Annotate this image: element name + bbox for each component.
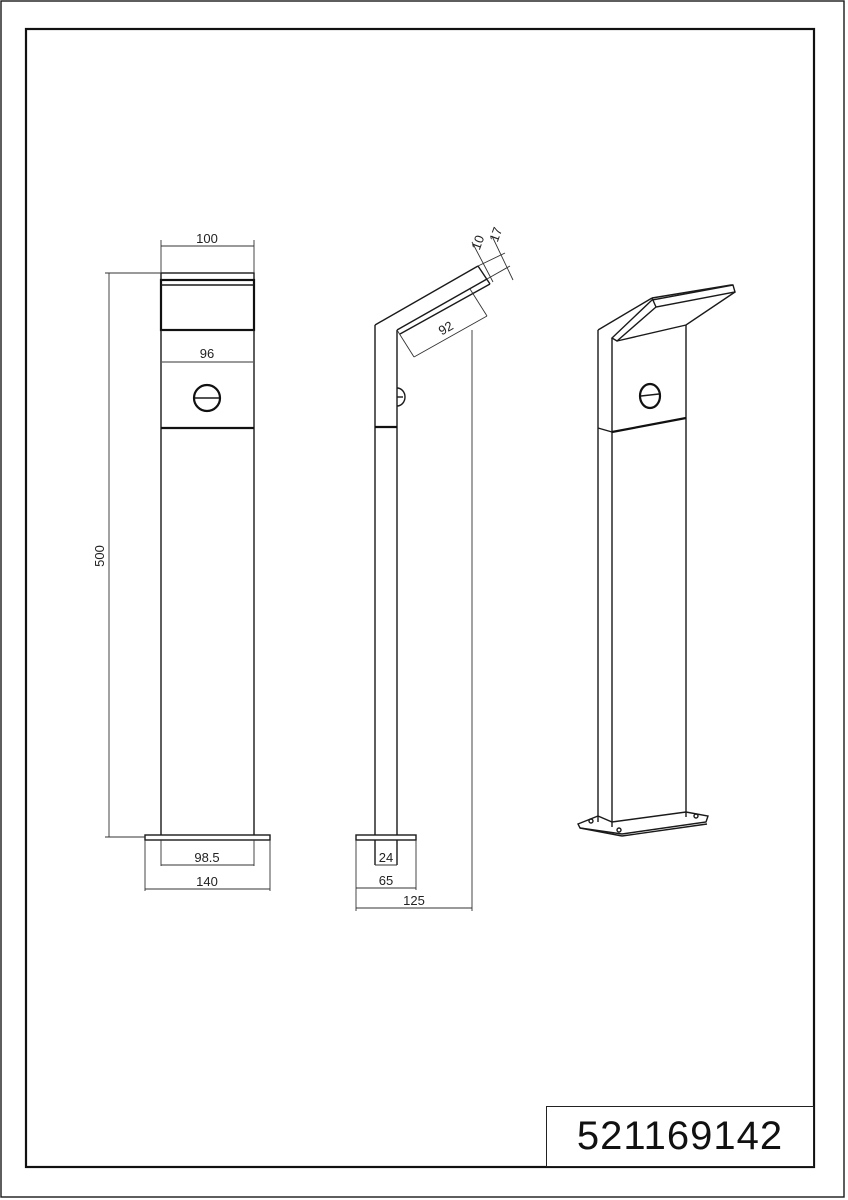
- dim-total-depth: 125: [403, 893, 425, 908]
- dim-height: 500: [92, 545, 107, 567]
- title-block: 521169142: [546, 1106, 814, 1167]
- inner-frame: [24, 27, 816, 1169]
- dim-head-depth: 92: [436, 318, 456, 338]
- perspective-sensor-icon: [638, 382, 662, 410]
- dim-base-outer: 140: [196, 874, 218, 889]
- dim-head-width: 100: [196, 231, 218, 246]
- dim-head-thickness-inner: 10: [468, 233, 487, 252]
- dim-body-width: 96: [200, 346, 214, 361]
- side-view: 92 10 17 24 65 125: [355, 225, 514, 911]
- product-number: 521169142: [576, 1114, 784, 1158]
- dim-base-inner: 98.5: [194, 850, 219, 865]
- front-view: 100 96 500 98.5 140: [92, 231, 271, 891]
- perspective-view: [577, 284, 736, 837]
- dim-post-depth: 24: [379, 850, 393, 865]
- side-sensor-icon: [396, 387, 406, 407]
- motion-sensor-icon: [192, 383, 222, 413]
- dim-base-depth: 65: [379, 873, 393, 888]
- dim-head-thickness-outer: 17: [486, 225, 505, 244]
